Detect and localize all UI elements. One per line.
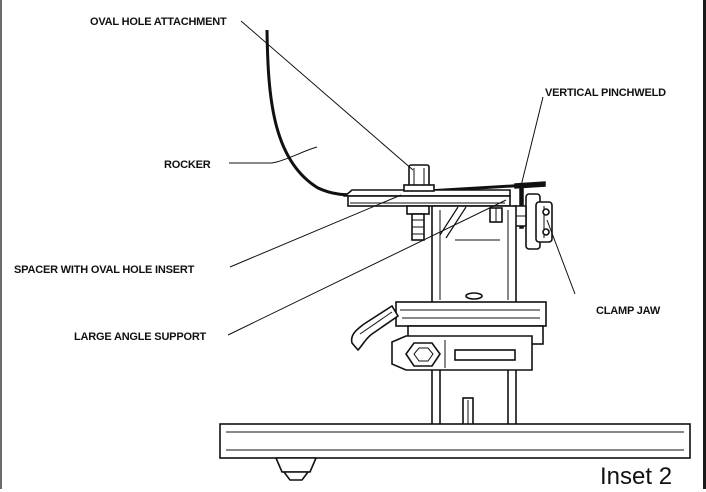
label-clamp-jaw: CLAMP JAW [596, 305, 661, 317]
inset-label: Inset 2 [600, 463, 673, 490]
leader-lines [227, 20, 576, 336]
right-border [703, 0, 706, 489]
label-oval-hole-attachment: OVAL HOLE ATTACHMENT [90, 16, 227, 28]
label-spacer-with-oval-hole-insert: SPACER WITH OVAL HOLE INSERT [14, 264, 195, 276]
vertical-support-body [431, 205, 517, 305]
clamp-jaw-assembly [511, 193, 553, 250]
hex-bolt [391, 335, 533, 371]
label-large-angle-support: LARGE ANGLE SUPPORT [74, 331, 207, 343]
rocker-panel [265, 29, 546, 197]
base-plate [219, 423, 691, 459]
label-rocker: ROCKER [164, 159, 211, 171]
left-border [0, 0, 2, 489]
oval-hole-bolt [403, 164, 435, 241]
handle-lever [350, 304, 400, 352]
base-foot [274, 457, 318, 481]
label-vertical-pinchweld: VERTICAL PINCHWELD [545, 87, 666, 99]
spacer-plate [342, 189, 511, 207]
